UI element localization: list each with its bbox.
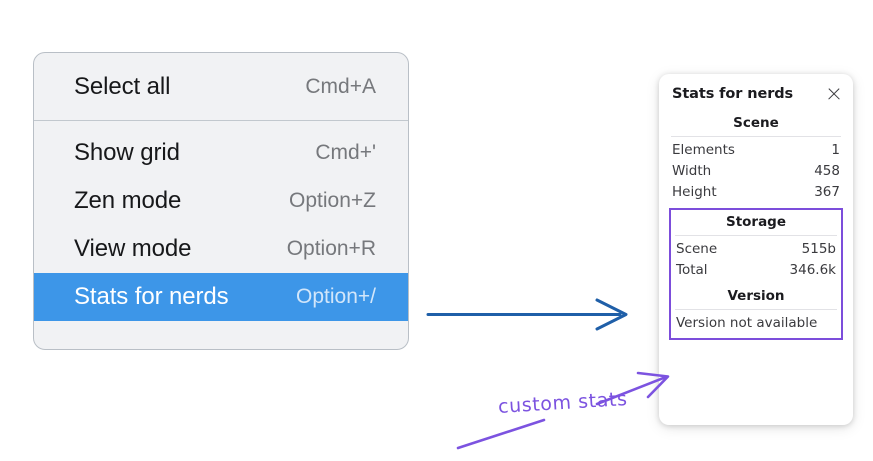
stats-section-storage: Storage Scene 515b Total 346.6k <box>673 212 839 280</box>
stats-section-version: Version Version not available <box>673 280 839 334</box>
close-icon[interactable] <box>826 87 841 102</box>
stats-panel-header: Stats for nerds <box>669 86 843 102</box>
menu-separator <box>34 120 408 121</box>
stat-row-elements: Elements 1 <box>669 139 843 160</box>
menu-item-shortcut: Option+/ <box>296 285 376 308</box>
stat-key: Elements <box>672 141 735 158</box>
stat-value: 458 <box>814 162 840 179</box>
menu-item-shortcut: Cmd+' <box>315 141 376 164</box>
section-divider <box>675 309 837 310</box>
menu-item-label: Show grid <box>74 139 180 166</box>
stat-key: Total <box>676 261 708 278</box>
stat-row-height: Height 367 <box>669 181 843 202</box>
stats-for-nerds-panel: Stats for nerds Scene Elements 1 Width 4… <box>659 74 853 425</box>
stat-value: 346.6k <box>789 261 836 278</box>
section-title-storage: Storage <box>725 214 787 230</box>
menu-item-view-mode[interactable]: View mode Option+R <box>34 225 408 273</box>
stat-row-storage-total: Total 346.6k <box>673 259 839 280</box>
menu-item-label: Select all <box>74 73 171 100</box>
stat-value: 1 <box>831 141 840 158</box>
menu-item-zen-mode[interactable]: Zen mode Option+Z <box>34 177 408 225</box>
stat-value: 367 <box>814 183 840 200</box>
stat-value: 515b <box>801 240 836 257</box>
stats-section-scene: Scene Elements 1 Width 458 Height 367 <box>669 113 843 202</box>
menu-group-selection: Select all Cmd+A <box>34 53 408 120</box>
purple-underline-annotation <box>456 418 546 450</box>
stat-row-storage-scene: Scene 515b <box>673 238 839 259</box>
section-title-scene: Scene <box>733 115 779 131</box>
menu-item-label: Stats for nerds <box>74 283 229 310</box>
menu-item-shortcut: Option+R <box>286 237 376 260</box>
version-status-text: Version not available <box>676 315 818 331</box>
menu-item-shortcut: Option+Z <box>289 189 376 212</box>
section-divider <box>675 235 837 236</box>
section-title-version: Version <box>727 288 785 304</box>
stat-key: Height <box>672 183 717 200</box>
blue-arrow-annotation <box>426 298 628 331</box>
canvas-context-menu[interactable]: Select all Cmd+A Show grid Cmd+' Zen mod… <box>33 52 409 350</box>
stats-custom-section: Storage Scene 515b Total 346.6k Version … <box>669 208 843 340</box>
menu-item-show-grid[interactable]: Show grid Cmd+' <box>34 129 408 177</box>
menu-item-label: Zen mode <box>74 187 182 214</box>
menu-group-view: Show grid Cmd+' Zen mode Option+Z View m… <box>34 121 408 340</box>
handwritten-note: custom stats <box>497 388 629 418</box>
menu-item-label: View mode <box>74 235 192 262</box>
stats-panel-title: Stats for nerds <box>672 86 794 102</box>
menu-item-stats-for-nerds[interactable]: Stats for nerds Option+/ <box>34 273 408 321</box>
stat-key: Width <box>672 162 712 179</box>
section-divider <box>671 136 841 137</box>
stat-row-width: Width 458 <box>669 160 843 181</box>
menu-item-select-all[interactable]: Select all Cmd+A <box>34 63 408 111</box>
menu-item-shortcut: Cmd+A <box>305 75 376 98</box>
stat-key: Scene <box>676 240 718 257</box>
menu-bottom-padding <box>34 321 408 340</box>
